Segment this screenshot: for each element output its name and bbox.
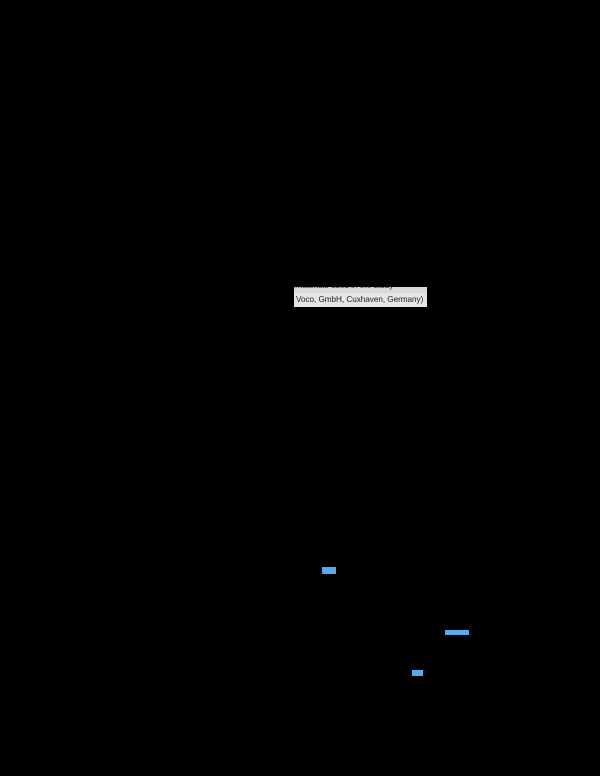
link-text-fragment[interactable]: reference (445, 630, 469, 635)
clipped-text-line: materials used in the study (294, 287, 427, 293)
link-text-fragment[interactable]: doi (412, 670, 423, 676)
clipped-text-line-content: materials used in the study (295, 287, 394, 291)
link-text-fragment-label: reference (445, 630, 446, 631)
link-text-fragment-label: link (322, 567, 323, 568)
affiliation-text: Voco, GmbH, Cuxhaven, Germany) (296, 295, 424, 304)
link-text-fragment[interactable]: link (322, 567, 336, 574)
link-text-fragment-label: doi (412, 670, 413, 671)
affiliation-line: Voco, GmbH, Cuxhaven, Germany) (294, 293, 427, 307)
affiliation-text-block: materials used in the study Voco, GmbH, … (294, 287, 427, 307)
